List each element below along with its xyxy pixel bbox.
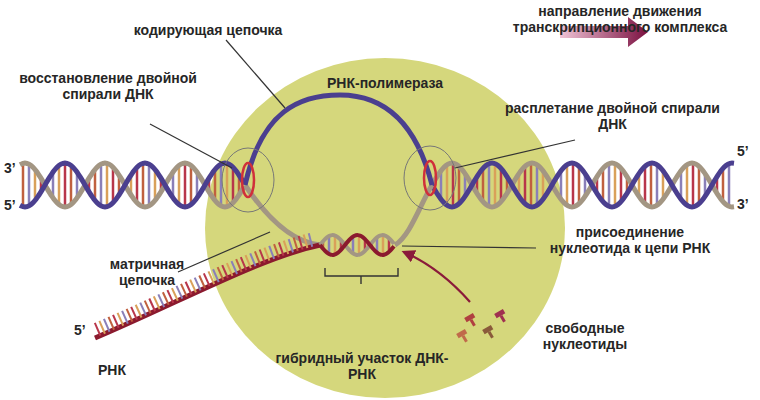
rna-base [145, 301, 151, 314]
base-pair [64, 163, 67, 207]
base-pair [28, 164, 31, 206]
rna-base [140, 303, 146, 316]
base-pair [644, 166, 647, 204]
base-pair [358, 235, 361, 255]
rna-base [104, 319, 110, 332]
base-pair [232, 167, 235, 203]
rna-base [163, 292, 169, 305]
base-pair [452, 163, 455, 207]
leader-line [226, 40, 285, 108]
rna-base [204, 273, 210, 286]
base-pair [650, 163, 653, 207]
base-pair [136, 167, 139, 203]
callout-label: матричная цепочка [92, 256, 202, 288]
rna-base [108, 317, 114, 330]
base-pair [334, 235, 337, 254]
base-pair [446, 165, 449, 206]
rna-base [158, 294, 164, 307]
base-pair [698, 166, 701, 204]
rna-base [167, 290, 173, 303]
callout-label: 5’ [737, 143, 757, 159]
rna-base [118, 313, 124, 326]
rna-base [154, 296, 160, 309]
rna-base [172, 288, 178, 301]
base-pair [112, 167, 115, 203]
rna-base [113, 315, 119, 328]
base-pair [70, 165, 73, 204]
rna-base [95, 323, 101, 336]
callout-label: 5’ [74, 322, 94, 338]
callout-label: 3’ [737, 196, 757, 212]
callout-label: кодирующая цепочка [118, 22, 298, 38]
base-pair [190, 165, 193, 204]
base-pair [142, 163, 145, 206]
base-pair [458, 166, 461, 204]
callout-label: присоединение нуклеотида к цепи РНК [540, 224, 720, 256]
base-pair [22, 163, 25, 206]
base-pair [686, 165, 689, 206]
base-pair [728, 164, 731, 207]
base-pair [530, 163, 533, 207]
base-pair [578, 166, 581, 204]
base-pair [494, 164, 497, 207]
rna-base [99, 321, 105, 334]
rna-base [186, 282, 192, 295]
base-pair [656, 165, 659, 206]
base-pair [692, 163, 695, 207]
rna-base [149, 299, 155, 312]
base-pair [572, 163, 575, 207]
leader-line [150, 124, 232, 168]
base-pair [58, 165, 61, 204]
rna-base [195, 278, 201, 291]
callout-label: 5’ [4, 197, 24, 213]
callout-label: 3’ [4, 160, 24, 176]
rna-base [131, 307, 137, 320]
base-pair [608, 164, 611, 207]
node-title: РНК-полимераза [205, 75, 565, 91]
rna-base [122, 311, 128, 324]
callout-label: РНК [98, 362, 158, 378]
rna-base [136, 305, 142, 318]
rna-base [127, 309, 133, 322]
base-pair [614, 164, 617, 207]
base-pair [178, 165, 181, 204]
callout-label: свободные нуклеотиды [515, 320, 655, 352]
rna-base [176, 286, 182, 299]
callout-label: расплетание двойной спирали ДНК [505, 100, 720, 132]
base-pair [536, 165, 539, 206]
rna-base [181, 284, 187, 297]
base-pair [100, 164, 103, 206]
rna-base [199, 275, 205, 288]
base-pair [106, 163, 109, 206]
base-pair [148, 164, 151, 206]
base-pair [382, 235, 385, 255]
base-pair [566, 165, 569, 206]
callout-label: гибридный участок ДНК-РНК [262, 350, 462, 382]
callout-label: восстановление двойной спирали ДНК [18, 70, 198, 102]
base-pair [488, 164, 491, 207]
rna-base [190, 280, 196, 293]
base-pair [524, 166, 527, 204]
callout-label: направление движения транскрипционного к… [500, 3, 740, 35]
base-pair [184, 163, 187, 207]
